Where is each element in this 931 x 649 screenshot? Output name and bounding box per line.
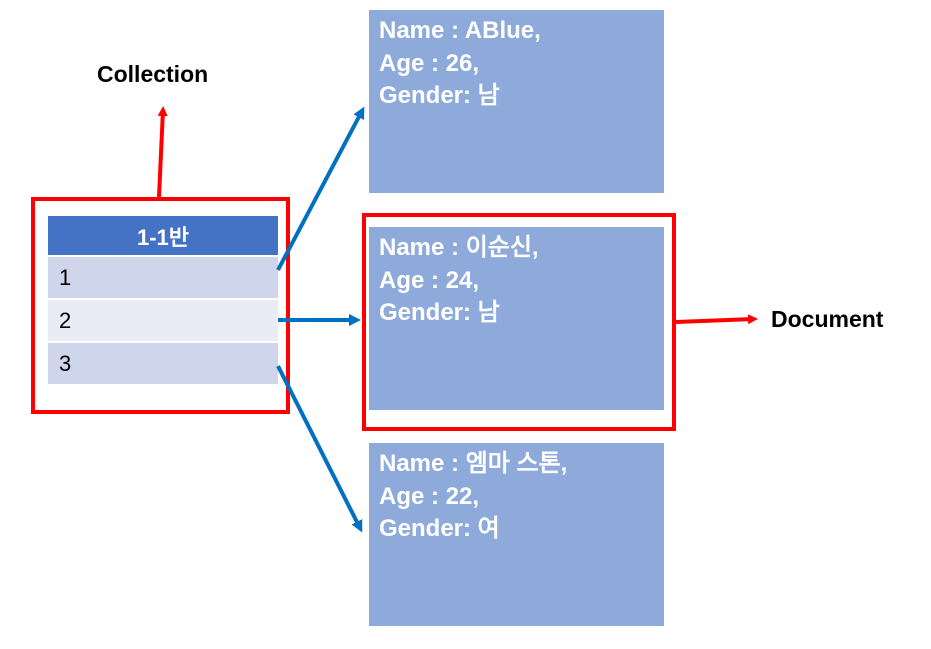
collection-pointer-arrow: [157, 106, 168, 198]
document-age: Age : 22,: [379, 482, 480, 510]
row1-connector-arrow: [276, 106, 365, 271]
collection-table: 1-1반 1 2 3: [48, 216, 278, 386]
document-box: Name : 엠마 스톤, Age : 22, Gender: 여: [369, 443, 664, 626]
document-box: Name : 이순신, Age : 24, Gender: 남: [369, 227, 664, 410]
table-row: 2: [48, 300, 278, 343]
document-box: Name : ABlue, Age : 26, Gender: 남: [369, 10, 664, 193]
document-name: Name : 이순신,: [379, 234, 539, 261]
collection-highlight-frame: [31, 197, 290, 414]
document-pointer-arrow: [675, 314, 758, 325]
document-age: Age : 26,: [379, 49, 480, 77]
collection-label: Collection: [97, 61, 209, 87]
document-gender: Gender: 여: [379, 515, 500, 542]
document-label: Document: [771, 306, 884, 332]
table-row: 3: [48, 343, 278, 386]
document-highlight-frame: [362, 213, 676, 431]
table-row: 1: [48, 257, 278, 300]
document-name: Name : ABlue,: [379, 17, 541, 44]
document-gender: Gender: 남: [379, 82, 500, 109]
document-name: Name : 엠마 스톤,: [379, 450, 568, 477]
row3-connector-arrow: [276, 365, 363, 533]
document-age: Age : 24,: [379, 266, 480, 294]
document-gender: Gender: 남: [379, 299, 500, 326]
table-header: 1-1반: [48, 216, 278, 257]
